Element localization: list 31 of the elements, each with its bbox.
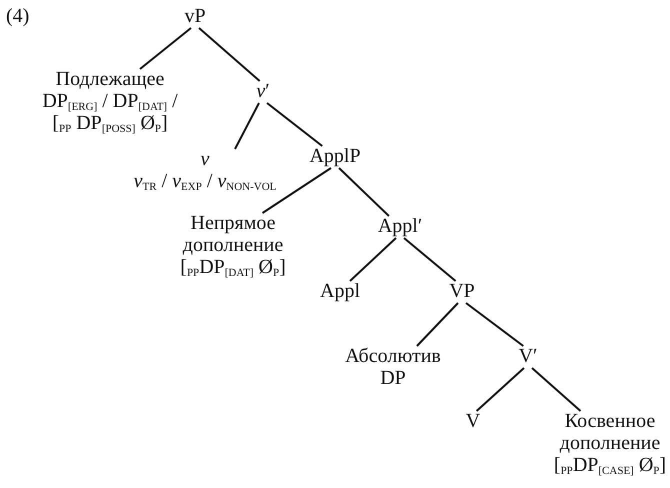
tree-node-label: Косвенное дополнение [558, 410, 662, 454]
tree-branch [416, 302, 459, 347]
tree-node-label: Подлежащее [54, 68, 166, 90]
tree-branch [198, 27, 260, 82]
example-number: (4) [6, 5, 30, 27]
tree-node-label: V′ [518, 345, 538, 367]
tree-branch [465, 302, 524, 347]
tree-node-label: v′ [256, 80, 270, 102]
tree-node-label: DP [379, 367, 407, 389]
tree-node-label: vP [184, 5, 206, 27]
tree-node-label: Appl′ [378, 215, 422, 237]
tree-node-label: Абсолютив [345, 345, 441, 367]
tree-branch [139, 27, 192, 70]
tree-node-label: v$_{TR}$ / v$_{EXP}$ / v$_{NON-VOL}$ [134, 170, 276, 192]
tree-branch [349, 237, 397, 282]
tree-node-label: DP$_{[ERG]}$ / DP$_{[DAT]}$ / [$_{PP}$ DP$_{[POSS]}$ Ø$_{P}$] [41, 90, 179, 134]
tree-branch [234, 102, 260, 150]
tree-node-label: Непрямое дополнение [182, 212, 284, 256]
tree-node-label: v [200, 148, 210, 170]
tree-branch [476, 367, 525, 412]
tree-node-label: [$_{PP}$DP$_{[CASE]}$ Ø$_{P}$] [552, 454, 668, 476]
tree-branch [403, 237, 456, 282]
tree-branch [266, 102, 323, 147]
tree-node-label: VP [449, 280, 475, 302]
tree-branch [338, 167, 390, 217]
tree-branch [262, 167, 332, 214]
tree-node-label: ApplP [309, 145, 361, 167]
tree-node-label: V [466, 410, 480, 432]
tree-node-label: Appl [320, 280, 360, 302]
tree-node-label: [$_{PP}$DP$_{[DAT]}$ Ø$_{P}$] [179, 256, 287, 278]
tree-branch [531, 367, 582, 412]
